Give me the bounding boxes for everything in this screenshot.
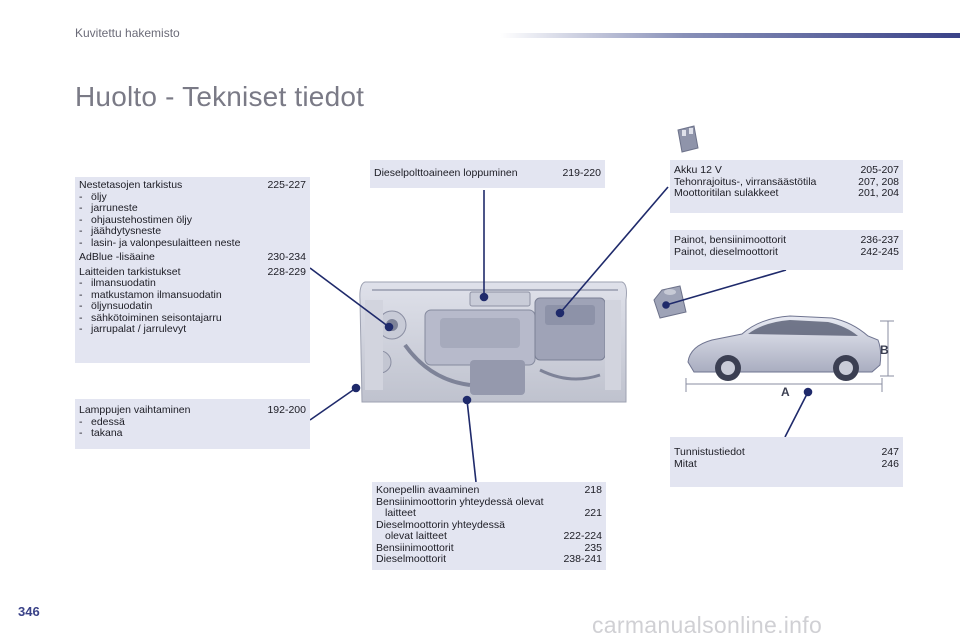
index-label: Laitteiden tarkistukset [79,265,181,278]
index-label: Moottoritilan sulakkeet [674,187,779,199]
index-row[interactable]: Moottoritilan sulakkeet 201, 204 [674,187,899,200]
fluid-checks-box: Nestetasojen tarkistus 225-227 öljy jarru… [75,177,310,363]
index-subitem: ilmansuodatin [79,277,306,290]
index-label: Akku 12 V [674,164,722,176]
index-subitem: ohjaustehostimen öljy [79,214,306,227]
index-label: olevat laitteet [385,530,447,542]
index-label: laitteet [385,507,416,519]
index-label[interactable]: Dieselmoottorin yhteydessä [376,518,505,531]
index-label: Tehonrajoitus-, virransäästötila [674,175,817,188]
index-row[interactable]: Tehonrajoitus-, virransäästötila 207, 208 [674,175,899,189]
page-number: 346 [18,604,40,619]
index-subitem: jarrupalat / jarrulevyt [79,323,306,336]
weight-icon [653,285,687,319]
index-pages: 225-227 [267,179,306,191]
page-title: Huolto - Tekniset tiedot [75,80,365,112]
index-pages: 192-200 [267,404,306,416]
leader-lines [309,186,813,483]
index-label: Painot, dieselmoottorit [674,245,778,258]
index-row[interactable]: Konepellin avaaminen 218 [376,484,602,497]
index-pages: 221 [584,507,602,519]
index-subitem: takana [79,427,306,440]
header-bar [500,33,960,38]
index-pages: 228-229 [267,265,306,278]
index-row[interactable]: laitteet 221 [376,507,602,520]
battery-box: Akku 12 V 205-207 Tehonrajoitus-, virrans… [670,160,903,213]
index-label: Bensiinimoottorit [376,541,454,554]
hood-engine-box: Konepellin avaaminen 218 Bensiinimoottori… [372,482,606,570]
index-label[interactable]: Bensiinimoottorin yhteydessä olevat [376,495,544,508]
index-subitem: matkustamon ilmansuodatin [79,289,306,302]
index-subitem: lasin- ja valonpesulaitteen neste [79,237,306,250]
index-row[interactable]: Mitat 246 [674,457,899,471]
index-pages: 235 [584,541,602,554]
dimension-label-b: B [880,343,889,357]
index-label: AdBlue -lisäaine [79,251,155,263]
index-label: Mitat [674,457,697,470]
index-row[interactable]: Dieselpolttoaineen loppuminen 219-220 [374,167,601,180]
index-pages: 201, 204 [858,187,899,199]
index-pages: 246 [881,457,899,470]
index-row[interactable]: Laitteiden tarkistukset 228-229 [79,265,306,279]
index-pages: 238-241 [563,553,602,565]
index-row[interactable]: Painot, dieselmoottorit 242-245 [674,245,899,259]
index-label: Dieselpolttoaineen loppuminen [374,167,518,179]
index-subitem: edessä [79,416,306,429]
index-label: Painot, bensiinimoottorit [674,234,787,246]
index-label: Konepellin avaaminen [376,484,480,496]
index-pages: 230-234 [267,251,306,263]
index-pages: 205-207 [860,164,899,176]
diesel-box: Dieselpolttoaineen loppuminen 219-220 [370,160,605,188]
index-subitem: jarruneste [79,202,306,215]
index-subitem: jäähdytysneste [79,225,306,238]
dimension-label-a: A [781,385,790,399]
identification-box: Tunnistustiedot 247 Mitat 246 [670,437,903,487]
index-subitem: öljy [79,191,306,204]
watermark: carmanualsonline.info [592,612,823,638]
weights-box: Painot, bensiinimoottorit 236-237 Painot,… [670,230,903,270]
index-pages: 219-220 [562,167,601,179]
index-subitem: sähkötoiminen seisontajarru [79,312,306,325]
index-row[interactable]: olevat laitteet 222-224 [376,530,602,543]
engine-bay-image [359,281,627,403]
index-pages: 218 [584,484,602,496]
index-pages: 247 [881,446,899,458]
index-row[interactable]: Painot, bensiinimoottorit 236-237 [674,234,899,247]
index-subitem: öljynsuodatin [79,300,306,313]
index-label: Tunnistustiedot [674,446,745,458]
index-row[interactable]: Nestetasojen tarkistus 225-227 [79,179,306,192]
index-row[interactable]: Bensiinimoottorit 235 [376,541,602,555]
index-label: Lamppujen vaihtaminen [79,404,191,416]
index-label: Nestetasojen tarkistus [79,179,183,191]
breadcrumb[interactable]: Kuvitettu hakemisto [75,26,180,40]
index-row[interactable]: Dieselmoottorit 238-241 [376,553,602,566]
index-pages: 242-245 [860,245,899,258]
index-label: Dieselmoottorit [376,553,447,565]
index-row[interactable]: Lamppujen vaihtaminen 192-200 [79,404,306,417]
index-row[interactable]: Akku 12 V 205-207 [674,164,899,177]
index-pages: 236-237 [860,234,899,246]
car-side-image [685,315,894,392]
bulbs-box: Lamppujen vaihtaminen 192-200 edessä taka… [75,399,310,449]
index-row[interactable]: AdBlue -lisäaine 230-234 [79,251,306,264]
battery-icon [677,125,699,153]
index-row[interactable]: Tunnistustiedot 247 [674,446,899,459]
index-pages: 207, 208 [858,175,899,188]
index-pages: 222-224 [563,530,602,542]
